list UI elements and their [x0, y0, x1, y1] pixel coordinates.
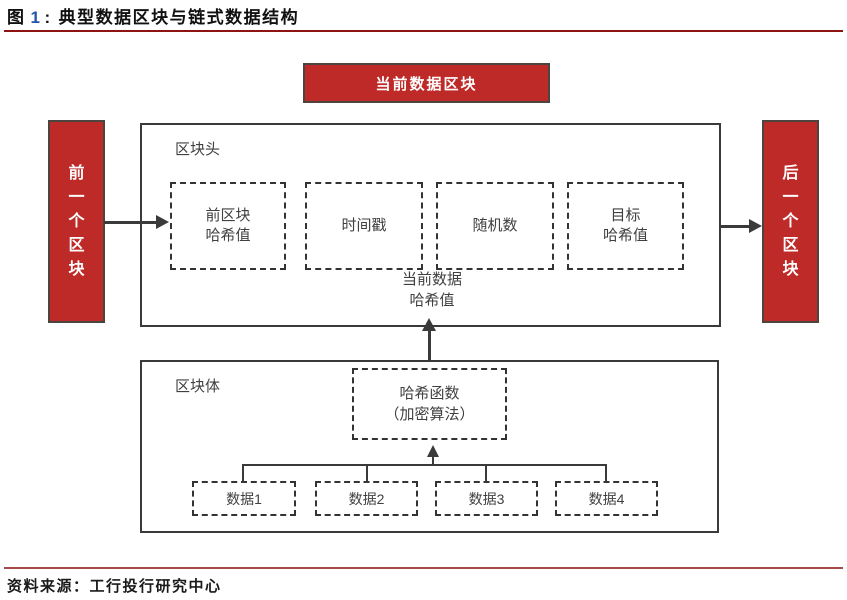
current-block-label: 当前数据区块 — [375, 75, 478, 93]
prev-block-hash-line: 哈希值 — [205, 227, 251, 244]
connector-stub — [366, 466, 368, 483]
data-label: 数据1 — [226, 490, 262, 507]
arrow-up-icon — [427, 445, 439, 457]
block-header-label: 区块头 — [175, 141, 221, 158]
nonce-field: 随机数 — [436, 182, 554, 270]
figure-label: 图 — [7, 8, 26, 27]
next-block-char: 区 — [782, 236, 799, 254]
arrow-right-icon — [749, 219, 762, 233]
block-header-box: 区块头 前区块 哈希值 时间戳 随机数 目标 哈希值 当前数据 哈希值 — [140, 123, 721, 327]
data-box-4: 数据4 — [555, 481, 658, 516]
prev-block-char: 区 — [68, 236, 85, 254]
figure-title-text: 典型数据区块与链式数据结构 — [58, 8, 300, 27]
current-block-banner: 当前数据区块 — [303, 63, 550, 103]
arrow-up-icon — [422, 318, 436, 331]
next-block-box: 后 一 个 区 块 — [762, 120, 819, 323]
data-label: 数据2 — [348, 490, 385, 507]
block-body-label: 区块体 — [175, 378, 221, 395]
connector-stub — [485, 466, 487, 483]
next-arrow-line — [721, 225, 750, 228]
hash-arrow-line — [428, 330, 431, 372]
prev-block-char: 前 — [68, 164, 85, 182]
prev-arrow-line — [104, 221, 157, 224]
next-block-char: 个 — [782, 212, 799, 230]
data-box-1: 数据1 — [192, 481, 296, 516]
source-divider — [4, 567, 843, 569]
hash-function-line: （加密算法） — [384, 406, 475, 423]
data-label: 数据3 — [468, 490, 505, 507]
timestamp-label: 时间戳 — [341, 217, 387, 234]
prev-block-hash-field: 前区块 哈希值 — [170, 182, 286, 270]
current-data-hash-label: 当前数据 哈希值 — [350, 269, 514, 311]
source-line: 资料来源：工行投行研究中心 — [7, 575, 222, 596]
data-box-3: 数据3 — [435, 481, 538, 516]
figure-colon: : — [44, 8, 52, 27]
source-label: 资料来源： — [7, 579, 90, 595]
prev-block-box: 前 一 个 区 块 — [48, 120, 105, 323]
data-label: 数据4 — [588, 490, 625, 507]
data-box-2: 数据2 — [315, 481, 418, 516]
prev-block-char: 块 — [68, 260, 85, 278]
connector-stem — [432, 456, 434, 465]
current-data-hash-line: 当前数据 — [401, 271, 462, 288]
block-body-box: 区块体 哈希函数 （加密算法） 数据1 数据2 数据3 数据4 — [140, 360, 719, 533]
arrow-right-icon — [156, 215, 169, 229]
connector-stub — [605, 466, 607, 483]
next-block-char: 块 — [782, 260, 799, 278]
next-block-char: 一 — [782, 188, 799, 206]
prev-block-hash-line: 前区块 — [205, 207, 251, 224]
prev-block-char: 一 — [68, 188, 85, 206]
target-hash-field: 目标 哈希值 — [567, 182, 684, 270]
current-data-hash-line: 哈希值 — [409, 292, 455, 309]
next-block-char: 后 — [782, 164, 799, 182]
target-hash-line: 目标 — [610, 207, 641, 224]
connector-bar — [242, 464, 607, 466]
timestamp-field: 时间戳 — [305, 182, 423, 270]
target-hash-line: 哈希值 — [602, 227, 648, 244]
hash-function-box: 哈希函数 （加密算法） — [352, 368, 507, 440]
hash-function-line: 哈希函数 — [399, 385, 460, 402]
nonce-label: 随机数 — [472, 217, 518, 234]
source-text: 工行投行研究中心 — [89, 579, 222, 595]
prev-block-char: 个 — [68, 212, 85, 230]
connector-stub — [242, 466, 244, 483]
title-underline — [4, 30, 843, 32]
figure-number: 1 — [30, 8, 42, 27]
